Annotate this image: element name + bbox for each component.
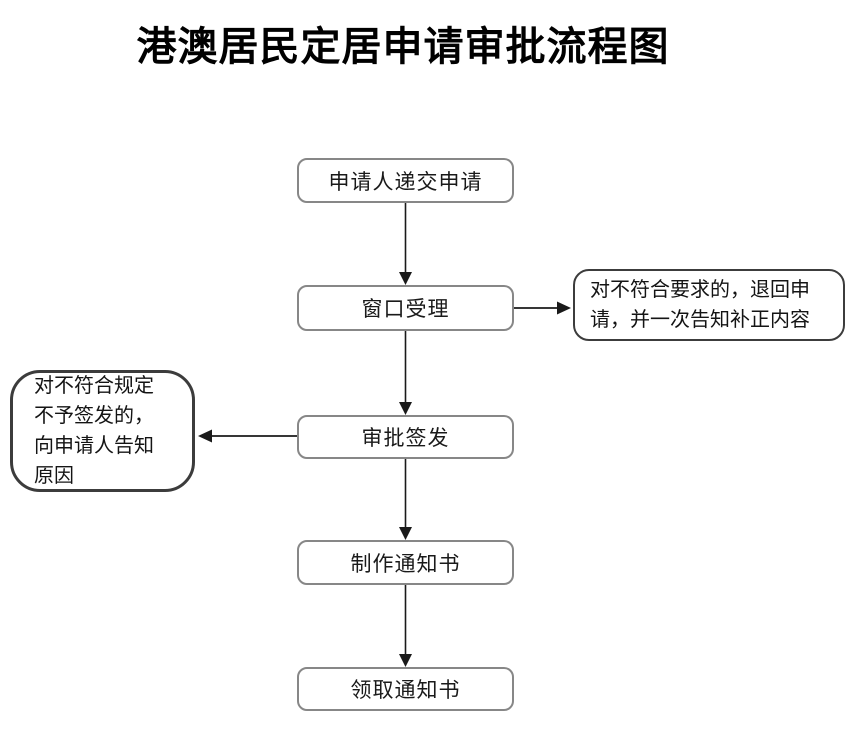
flow-node-collect-notice: 领取通知书 bbox=[297, 667, 514, 711]
diagram-title: 港澳居民定居申请审批流程图 bbox=[136, 25, 670, 69]
flow-note-refusal-reason: 对不符合规定不予签发的，向申请人告知原因 bbox=[10, 370, 195, 492]
flow-node-window-acceptance: 窗口受理 bbox=[297, 285, 514, 331]
arrow-approve-to-produce bbox=[399, 459, 412, 540]
arrow-produce-to-collect bbox=[399, 585, 412, 667]
flow-note-return-application: 对不符合要求的，退回申请，并一次告知补正内容 bbox=[573, 269, 845, 341]
arrow-window-to-approve bbox=[399, 331, 412, 415]
arrow-submit-to-window bbox=[399, 203, 412, 285]
flow-node-produce-notice: 制作通知书 bbox=[297, 540, 514, 585]
arrow-window-to-return-note bbox=[514, 301, 571, 315]
arrow-approve-to-refuse-note bbox=[198, 429, 297, 443]
flow-node-submit-application: 申请人递交申请 bbox=[297, 158, 514, 203]
flow-node-approval-issuance: 审批签发 bbox=[297, 415, 514, 459]
